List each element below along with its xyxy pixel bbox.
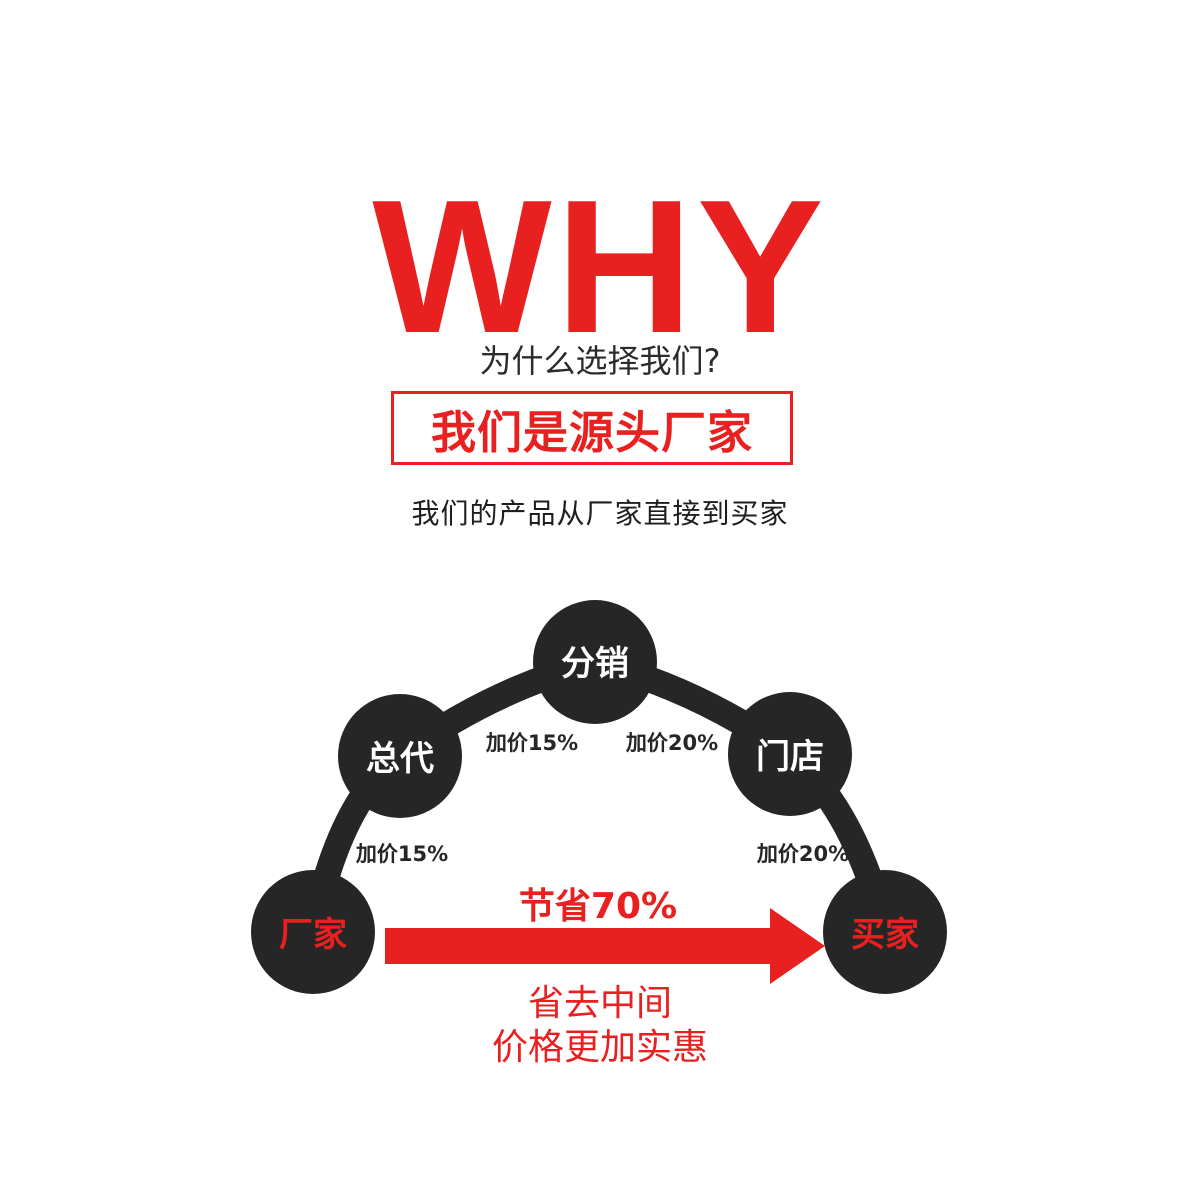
node-buyer: 买家 [823, 870, 947, 994]
node-general-agent-circle [338, 694, 462, 818]
savings-arrow [385, 908, 825, 984]
subtitle-text: 我们的产品从厂家直接到买家 [411, 497, 789, 530]
markup-distribution-to-store: 加价20% [625, 731, 718, 755]
node-general-agent-label: 总代 [366, 739, 434, 779]
node-buyer-circle [823, 870, 947, 994]
savings-note-line2: 价格更加实惠 [491, 1027, 708, 1068]
node-distribution-circle [533, 600, 657, 724]
node-store-circle [728, 692, 852, 816]
node-factory: 厂家 [251, 870, 375, 994]
node-factory-circle [251, 870, 375, 994]
savings-note: 省去中间 价格更加实惠 [0, 982, 1200, 1070]
markup-factory-to-agent: 加价15% [355, 842, 448, 866]
why-title: WHY [372, 161, 828, 373]
node-factory-label: 厂家 [279, 915, 347, 955]
savings-note-line1: 省去中间 [527, 983, 672, 1024]
headline-frame: 我们是源头厂家 [391, 391, 793, 465]
node-store: 门店 [728, 692, 852, 816]
markup-store-to-buyer: 加价20% [756, 842, 849, 866]
node-general-agent: 总代 [338, 694, 462, 818]
markup-agent-to-distribution: 加价15% [485, 731, 578, 755]
node-store-label: 门店 [756, 737, 824, 777]
node-distribution: 分销 [533, 600, 657, 724]
headline-text: 我们是源头厂家 [430, 405, 753, 459]
node-buyer-label: 买家 [851, 915, 919, 955]
node-distribution-label: 分销 [561, 644, 629, 684]
savings-label: 节省70% [519, 886, 677, 927]
why-question: 为什么选择我们? [479, 342, 721, 380]
